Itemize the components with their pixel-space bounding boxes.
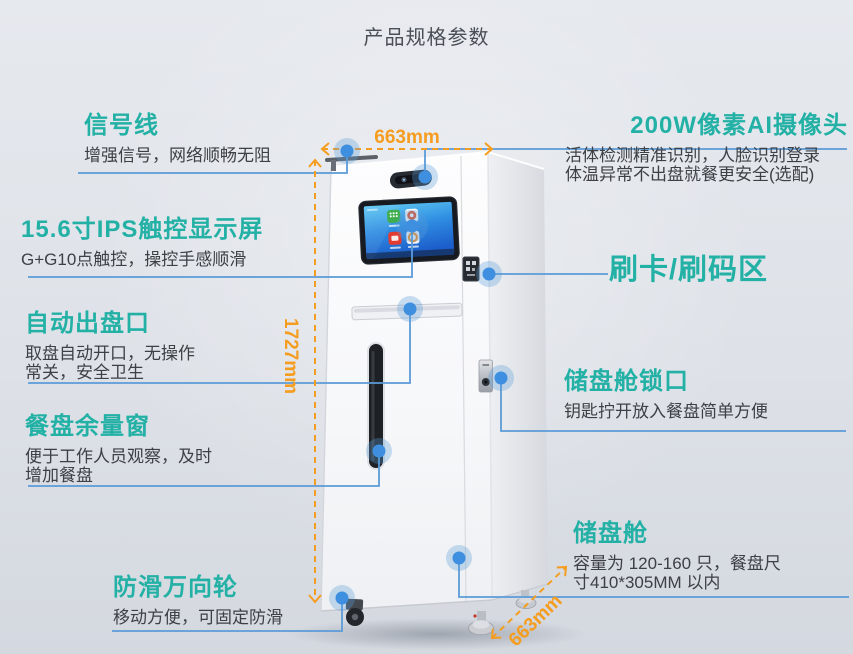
annotation-desc: 便于工作人员观察，及时 (25, 446, 212, 466)
annotation-title: 餐盘余量窗 (25, 413, 150, 440)
anchor-dot (446, 545, 472, 571)
cabinet-body (320, 150, 549, 612)
anchor-dot (476, 261, 502, 287)
ground-shadow (287, 618, 587, 650)
screen-taskbar (366, 248, 455, 260)
annotation-title: 储盘舱锁口 (564, 368, 689, 395)
annotation-title: 信号线 (84, 112, 159, 139)
door-seam (460, 155, 467, 603)
annotation-desc: 容量为 120-160 只，餐盘尺 (573, 553, 781, 573)
annotation-title: 200W像素AI摄像头 (630, 112, 848, 139)
cabin-lock (478, 359, 493, 393)
annotation-desc: 移动方便，可固定防滑 (113, 607, 283, 627)
annotation-desc: 常关，安全卫生 (25, 362, 144, 382)
anchor-dot (329, 585, 355, 611)
annotation-title: 刷卡/刷码区 (609, 254, 769, 286)
annotation-tray-outlet: 自动出盘口 取盘自动开口，无操作 常关，安全卫生 (25, 310, 195, 382)
cabinet-side-face (488, 152, 548, 600)
antenna-icon (325, 155, 378, 171)
annotation-caster-wheel: 防滑万向轮 移动方便，可固定防滑 (113, 574, 283, 627)
anchor-dot (396, 210, 428, 242)
annotation-desc: 寸410*305MM 以内 (573, 572, 721, 592)
connector-lines (28, 148, 849, 632)
annotation-ai-camera: 200W像素AI摄像头 活体检测精准识别，人脸识别登录 体温异常不出盘就餐更安全… (565, 112, 848, 184)
connector-line-signal (78, 151, 348, 174)
leveling-foot-front (468, 611, 494, 636)
annotation-desc: 活体检测精准识别，人脸识别登录 (565, 145, 820, 165)
annotation-card-reader: 刷卡/刷码区 (609, 254, 768, 288)
connector-line-display (28, 226, 413, 278)
annotation-title: 防滑万向轮 (113, 574, 238, 601)
annotation-desc: 取盘自动开口，无操作 (25, 343, 195, 363)
annotation-title: 15.6寸IPS触控显示屏 (21, 216, 264, 243)
connector-line-cabin (458, 558, 849, 598)
dimension-lines (308, 142, 568, 640)
annotation-desc: 增加餐盘 (25, 465, 93, 485)
anchor-dots (329, 138, 514, 611)
annotation-title: 储盘舱 (573, 520, 648, 547)
annotation-desc: 体温异常不出盘就餐更安全(选配) (565, 164, 815, 184)
connector-line-window (28, 451, 380, 487)
annotation-cabin-lock: 储盘舱锁口 钥匙拧开放入餐盘简单方便 (564, 368, 768, 421)
annotation-storage-cabin: 储盘舱 容量为 120-160 只，餐盘尺 寸410*305MM 以内 (573, 520, 781, 592)
dim-height-label: 1727mm (280, 317, 301, 395)
connector-line-outlet (28, 309, 411, 384)
caster-wheel-left (345, 598, 364, 626)
annotation-title: 自动出盘口 (25, 310, 150, 337)
touch-screen (358, 196, 460, 265)
annotation-desc: G+G10点触控，操控手感顺滑 (21, 249, 247, 269)
tray-level-window (367, 342, 385, 470)
card-reader-panel (462, 256, 480, 282)
page-title: 产品规格参数 (363, 27, 490, 49)
annotation-tray-window: 餐盘余量窗 便于工作人员观察，及时 增加餐盘 (25, 413, 212, 485)
app-icon-grid (387, 208, 420, 249)
annotation-signal-cable: 信号线 增强信号，网络顺畅无阻 (84, 112, 271, 165)
cabinet-left-edge (320, 166, 332, 612)
anchor-dot (412, 164, 438, 190)
annotation-desc: 钥匙拧开放入餐盘简单方便 (564, 401, 768, 421)
connector-line-wheel (112, 598, 343, 632)
anchor-dot (488, 365, 514, 391)
anchor-dot (334, 138, 360, 164)
dim-width-label: 663mm (374, 127, 440, 148)
anchor-dot (397, 296, 423, 322)
annotation-desc: 增强信号，网络顺畅无阻 (84, 145, 271, 165)
connector-line-lock (500, 378, 846, 432)
annotation-touch-display: 15.6寸IPS触控显示屏 G+G10点触控，操控手感顺滑 (21, 216, 263, 269)
anchor-dot (366, 438, 392, 464)
leveling-foot-back (515, 590, 537, 610)
cabinet-front-face (321, 152, 492, 611)
